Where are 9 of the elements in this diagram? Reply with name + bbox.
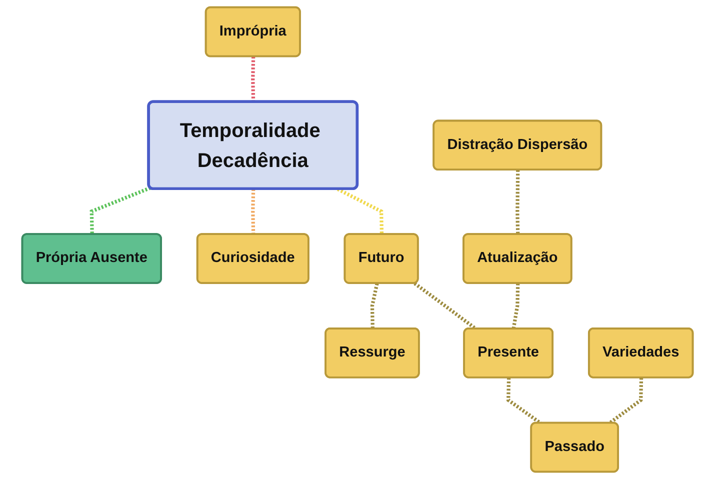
connector [251, 189, 256, 235]
connector [336, 188, 384, 235]
connector [370, 283, 379, 329]
connector [414, 282, 477, 330]
connector [90, 186, 152, 235]
connector [506, 378, 542, 425]
connector [608, 378, 644, 425]
connector [512, 283, 520, 330]
connector [516, 170, 520, 235]
